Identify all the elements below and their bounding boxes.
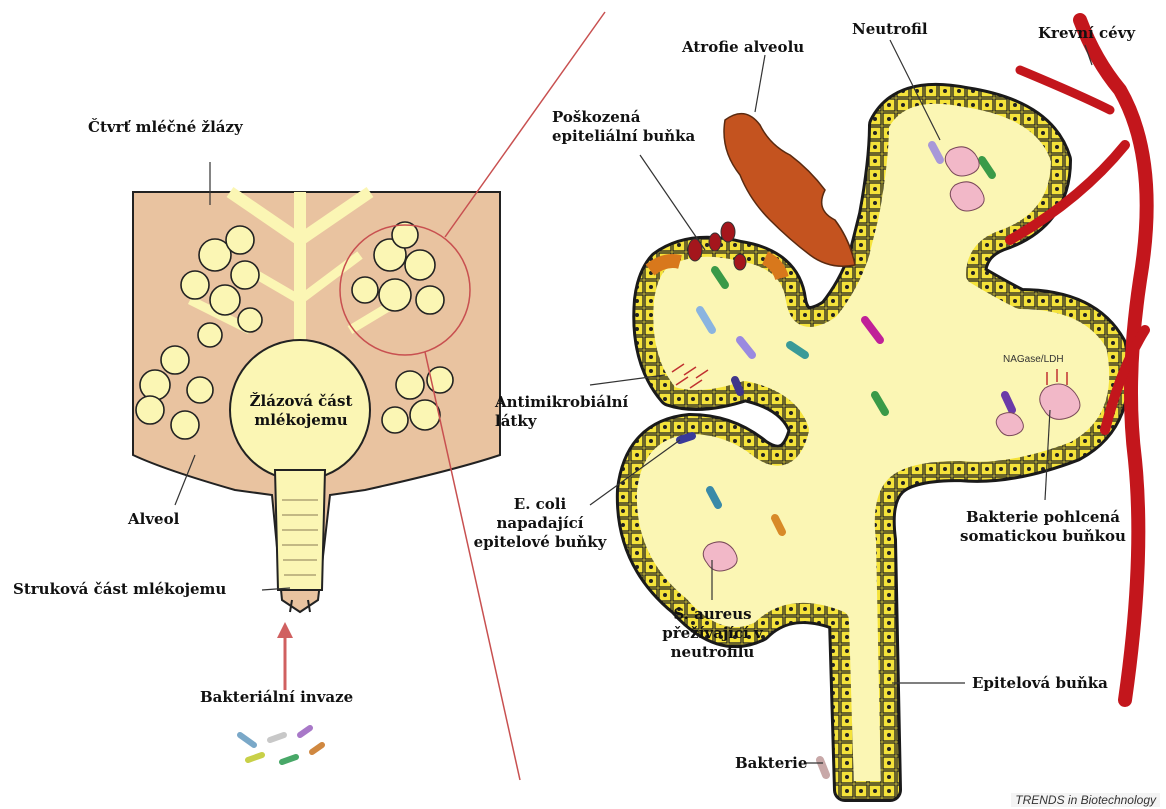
label-alveolar-atrophy: Atrofie alveolu <box>682 38 804 57</box>
label-engulfed: Bakterie pohlcená somatickou buňkou <box>948 508 1138 546</box>
bacteria-icons <box>240 728 322 762</box>
label-neutrophil: Neutrofil <box>852 20 928 39</box>
label-alveolus: Alveol <box>128 510 179 529</box>
label-bacteria: Bakterie <box>735 754 807 773</box>
invasion-arrow <box>277 622 293 690</box>
label-gland-cistern: Žlázová část mlékojemu <box>245 392 357 430</box>
label-ecoli: E. coli napadající epitelové buňky <box>470 495 610 552</box>
label-antimicrobial: Antimikrobiální látky <box>495 393 628 431</box>
label-quarter: Čtvrť mléčné žlázy <box>88 118 243 137</box>
label-blood-vessels: Krevní cévy <box>1038 24 1135 43</box>
label-teat-cistern: Struková část mlékojemu <box>13 580 226 599</box>
label-nagase: NAGase/LDH <box>1003 354 1064 365</box>
label-saureus: S. aureus přežívající v neutrofilu <box>655 605 770 662</box>
label-damaged-epithelial: Poškozená epiteliální buňka <box>552 108 695 146</box>
credit-trends: TRENDS in Biotechnology <box>1011 793 1160 807</box>
label-epithelial-cell: Epitelová buňka <box>972 674 1108 693</box>
label-bacterial-invasion: Bakteriální invaze <box>200 688 353 707</box>
